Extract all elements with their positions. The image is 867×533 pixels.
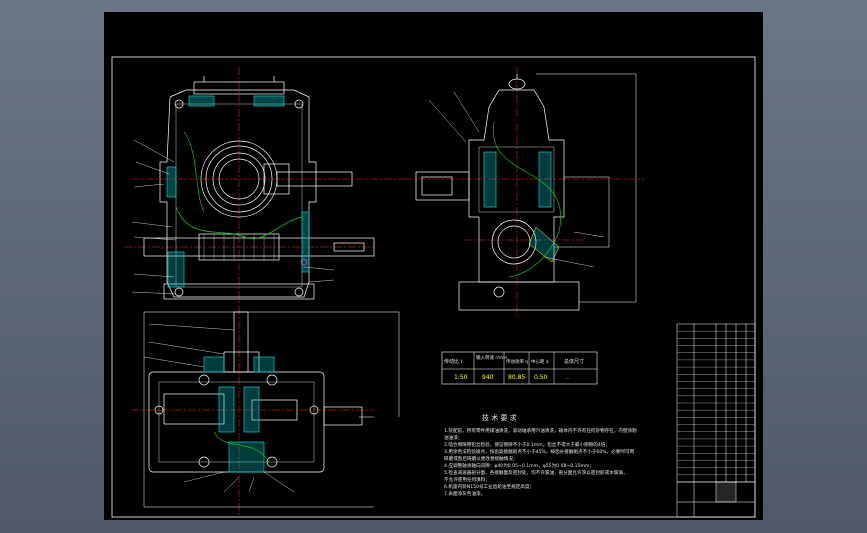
side-view-worm bbox=[491, 219, 537, 265]
front-view bbox=[124, 67, 404, 312]
spec-value-speed: 940 bbox=[482, 374, 494, 381]
side-view bbox=[404, 67, 644, 317]
drawing-sheet: 传动比 i 输入转速 r/min 传动效率 η 中心距 a 总体尺寸 1:50 … bbox=[104, 12, 763, 520]
top-view bbox=[132, 307, 400, 517]
note-line: 1.装配前，所有零件用煤油清洗，滚动轴承用汽油清洗，箱体内不许有任何杂物存在，内… bbox=[444, 427, 637, 434]
note-line: 7.表面涂灰色油漆。 bbox=[444, 490, 485, 497]
spec-table: 传动比 i 输入转速 r/min 传动效率 η 中心距 a 总体尺寸 1:50 … bbox=[441, 351, 598, 385]
side-view-break-line bbox=[492, 121, 561, 278]
note-line: 不允许使用任何填料； bbox=[444, 476, 490, 483]
top-view-break-line bbox=[213, 431, 270, 463]
spec-header-efficiency: 传动效率 η bbox=[506, 358, 528, 365]
note-line: 2.啮合侧隙用铅丝检验，保证侧隙不小于0.1mm，铅丝不得大于最小侧隙的4倍； bbox=[444, 441, 610, 448]
spec-header-speed: 输入转速 r/min bbox=[476, 354, 507, 361]
technical-notes: 技 术 要 求 1.装配前，所有零件用煤油清洗，滚动轴承用汽油清洗，箱体内不许有… bbox=[444, 413, 637, 497]
note-line: 4.应调整轴承轴向间隙：φ40为0.05~0.1mm，φ55为0.08~0.15… bbox=[444, 462, 594, 469]
spec-value-center-distance: 0.50 bbox=[534, 374, 548, 381]
spec-header-ratio: 传动比 i bbox=[444, 358, 462, 365]
note-line: 5.检查减速器剖分面、各接触面及密封处，均不许漏油，剖分面允许涂以密封胶或水玻璃… bbox=[444, 469, 628, 476]
spec-value-ratio: 1:50 bbox=[454, 374, 468, 381]
note-line: 6.机座内装N150号工业齿轮油至规定高度； bbox=[444, 483, 534, 490]
assembly-drawing: 传动比 i 输入转速 r/min 传动效率 η 中心距 a 总体尺寸 1:50 … bbox=[111, 56, 756, 518]
front-view-output-shaft bbox=[276, 171, 353, 187]
front-view-break-line bbox=[175, 206, 303, 239]
front-view-top-cover bbox=[193, 81, 285, 95]
top-view-output-shaft bbox=[323, 406, 363, 426]
spec-header-overall-size: 总体尺寸 bbox=[564, 358, 584, 365]
spec-header-center-distance: 中心距 a bbox=[531, 358, 549, 365]
drawing-frame bbox=[111, 56, 756, 518]
spec-value-overall-size: ... bbox=[566, 375, 570, 380]
note-line: 油油漆； bbox=[444, 434, 462, 441]
side-view-housing bbox=[468, 89, 565, 283]
side-view-input-shaft bbox=[415, 171, 470, 201]
front-view-base bbox=[163, 283, 315, 300]
note-line: 研磨或刮后研磨以便改善接触情况； bbox=[444, 455, 518, 462]
note-line: 3.用涂色法检验斑点，按齿高接触斑点不小于45%，按齿长接触斑点不小于60%，必… bbox=[444, 448, 635, 455]
title-block bbox=[676, 323, 756, 518]
notes-title: 技 术 要 求 bbox=[482, 413, 517, 422]
spec-value-efficiency: 80.85 bbox=[508, 374, 525, 381]
side-view-base bbox=[458, 281, 580, 311]
